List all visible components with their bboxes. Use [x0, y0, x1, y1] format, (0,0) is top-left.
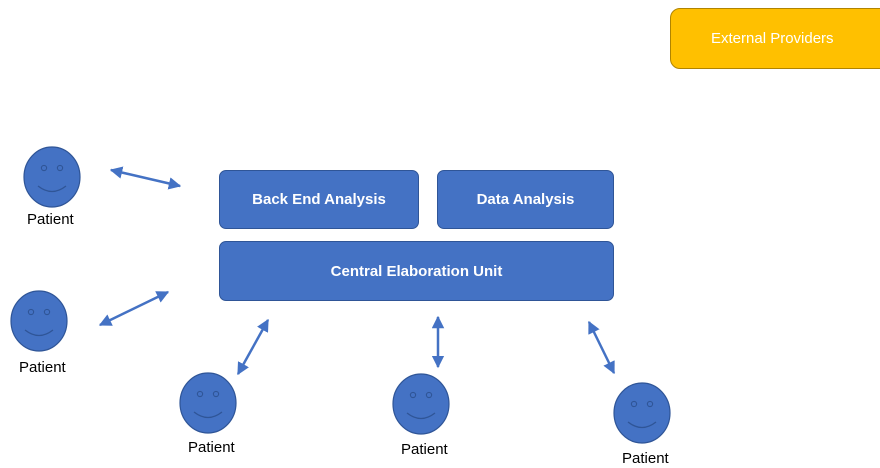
patient-5-face-icon — [613, 382, 671, 444]
patient-3-label: Patient — [188, 439, 235, 456]
patient-1-face-icon — [23, 146, 81, 208]
patient-1-label: Patient — [27, 211, 74, 228]
patient-3-double-arrow — [236, 318, 270, 376]
patient-4-face-icon — [392, 373, 450, 435]
patient-2-double-arrow — [98, 290, 170, 327]
central-elaboration-unit-label: Central Elaboration Unit — [330, 262, 503, 280]
back-end-analysis-label: Back End Analysis — [252, 191, 386, 208]
data-analysis-label: Data Analysis — [476, 191, 575, 208]
patient-4-label: Patient — [401, 441, 448, 458]
patient-1-double-arrow — [109, 166, 182, 190]
patient-5-label: Patient — [622, 450, 669, 467]
back-end-analysis-box: Back End Analysis — [219, 170, 419, 229]
central-elaboration-unit-box: Central Elaboration Unit — [219, 241, 614, 301]
patient-3-face-icon — [179, 372, 237, 434]
patient-5-double-arrow — [587, 320, 616, 375]
external-providers-box: External Providers — [670, 8, 880, 69]
data-analysis-box: Data Analysis — [437, 170, 614, 229]
patient-2-face-icon — [10, 290, 68, 352]
external-providers-label: External Providers — [711, 30, 834, 47]
patient-2-label: Patient — [19, 359, 66, 376]
